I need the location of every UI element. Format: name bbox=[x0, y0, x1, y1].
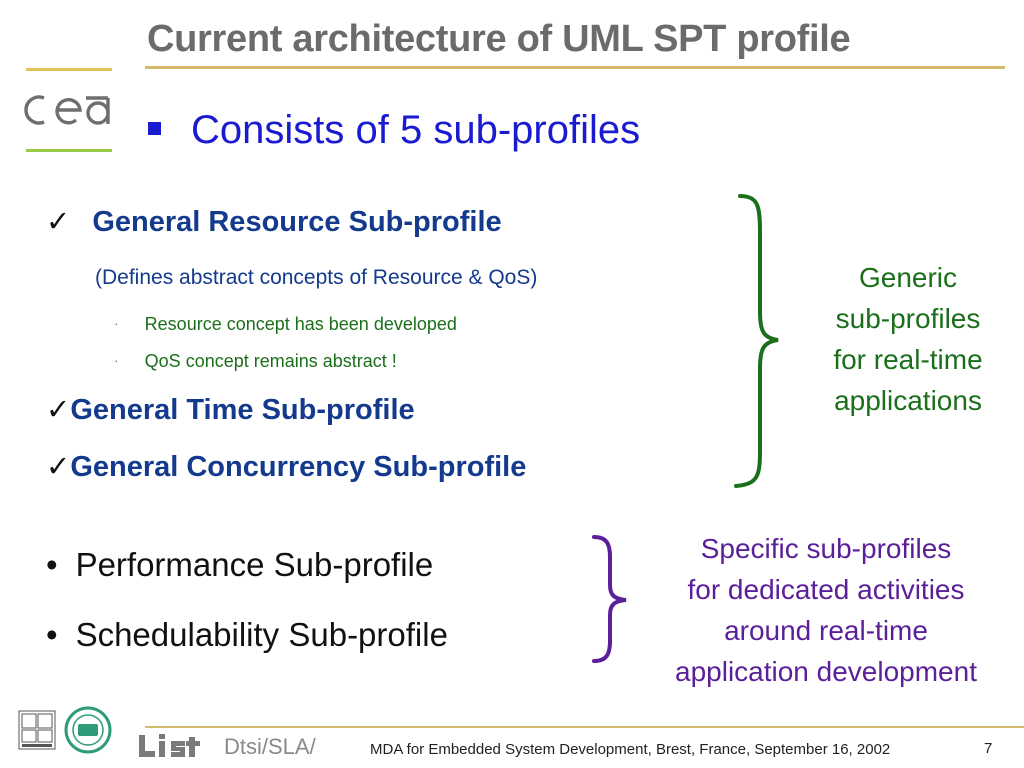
slide-title: Current architecture of UML SPT profile bbox=[147, 18, 851, 60]
generic-note-line: sub-profiles bbox=[835, 303, 981, 334]
performance-item: • Performance Sub-profile bbox=[46, 546, 433, 584]
footer-text: MDA for Embedded System Development, Bre… bbox=[370, 741, 891, 758]
generic-note-line: Generic bbox=[858, 262, 958, 293]
specific-note: Specific sub-profiles for dedicated acti… bbox=[634, 528, 1018, 692]
logo-rule-bottom bbox=[26, 149, 112, 152]
generic-note-line: for real-time bbox=[833, 344, 983, 375]
checkmark-icon: ✓ bbox=[46, 451, 71, 483]
schedulability-label: Schedulability Sub-profile bbox=[75, 616, 448, 653]
logo-rule-top bbox=[26, 68, 112, 71]
footer-department: Dtsi/SLA/ bbox=[224, 734, 316, 759]
certification-seal-logo bbox=[64, 706, 112, 754]
generic-note-line: applications bbox=[834, 385, 982, 416]
sub-list-item: · Resource concept has been developed bbox=[114, 314, 457, 335]
general-resource-item: ✓ General Resource Sub-profile bbox=[46, 204, 502, 239]
afaq-certification-logo bbox=[18, 710, 56, 750]
sub-list-item: · QoS concept remains abstract ! bbox=[114, 351, 397, 372]
general-concurrency-item: ✓General Concurrency Sub-profile bbox=[46, 449, 526, 484]
general-time-item: ✓General Time Sub-profile bbox=[46, 392, 415, 427]
sub-bullet-icon: · bbox=[114, 315, 119, 331]
specific-note-line: for dedicated activities bbox=[687, 574, 965, 605]
square-bullet-icon bbox=[148, 121, 161, 135]
bullet-icon: • bbox=[46, 616, 58, 653]
specific-note-line: application development bbox=[675, 656, 977, 687]
generic-brace bbox=[734, 194, 779, 488]
general-resource-label: General Resource Sub-profile bbox=[92, 206, 502, 238]
cea-logo bbox=[24, 95, 110, 125]
specific-note-line: around real-time bbox=[724, 615, 928, 646]
sub-bullet-icon: · bbox=[114, 352, 119, 368]
general-concurrency-label: General Concurrency Sub-profile bbox=[70, 451, 527, 483]
specific-note-line: Specific sub-profiles bbox=[700, 533, 952, 564]
sub-item-text: QoS concept remains abstract ! bbox=[144, 351, 397, 371]
list-logo bbox=[139, 734, 200, 757]
schedulability-item: • Schedulability Sub-profile bbox=[46, 616, 448, 654]
sub-item-text: Resource concept has been developed bbox=[144, 314, 457, 334]
main-bullet-text: Consists of 5 sub-profiles bbox=[191, 108, 641, 152]
main-bullet: Consists of 5 sub-profiles bbox=[148, 108, 640, 153]
title-rule bbox=[145, 66, 1005, 69]
specific-brace bbox=[592, 535, 627, 663]
generic-note: Generic sub-profiles for real-time appli… bbox=[808, 257, 1008, 421]
footer-rule bbox=[145, 726, 1024, 728]
performance-label: Performance Sub-profile bbox=[75, 546, 434, 583]
general-resource-description: (Defines abstract concepts of Resource &… bbox=[95, 266, 538, 289]
checkmark-icon: ✓ bbox=[46, 206, 71, 238]
checkmark-icon: ✓ bbox=[46, 394, 71, 426]
bullet-icon: • bbox=[46, 546, 58, 583]
page-number: 7 bbox=[984, 740, 993, 757]
general-time-label: General Time Sub-profile bbox=[70, 394, 415, 426]
